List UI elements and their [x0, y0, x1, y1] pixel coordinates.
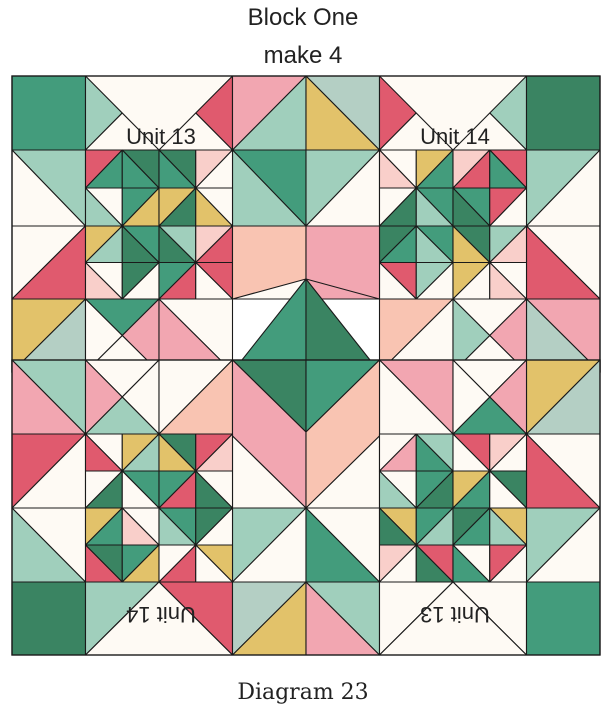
quilt-blocks: [12, 76, 600, 655]
solid-patch: [527, 582, 601, 655]
solid-patch: [12, 582, 86, 655]
unit-14-label-bottom: Unit 14: [126, 602, 196, 627]
unit-13-label-top: Unit 13: [126, 124, 196, 149]
diagram-caption: Diagram 23: [0, 680, 606, 705]
top-block: [12, 76, 600, 372]
solid-patch: [527, 76, 601, 150]
unit-14-label-top: Unit 14: [420, 124, 490, 149]
solid-patch: [12, 76, 86, 150]
unit-13-label-bottom: Unit 13: [420, 602, 490, 627]
bottom-block: [12, 360, 600, 655]
